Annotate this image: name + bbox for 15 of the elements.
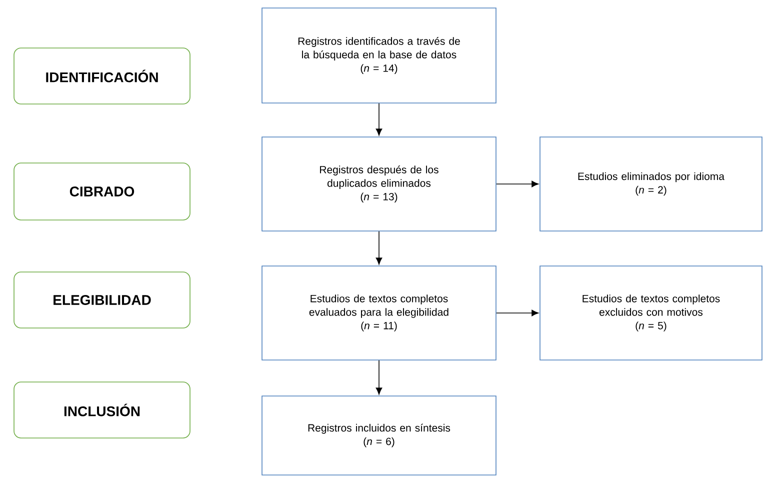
stage-box: CIBRADO xyxy=(14,162,190,220)
process-box: Estudios de textos completos excluidos con motivos (n = 5) xyxy=(540,266,762,360)
arrow xyxy=(496,180,539,188)
arrow xyxy=(496,310,539,316)
arrow xyxy=(376,360,382,395)
process-box: Estudios eliminados por idioma (n = 2) xyxy=(540,136,762,232)
stage-box: INCLUSIÓN xyxy=(14,382,190,438)
stage-box: ELEGIBILIDAD xyxy=(14,272,190,328)
process-box: Registros después de los duplicados eliminados (n = 13) xyxy=(262,136,496,232)
arrow xyxy=(376,103,382,136)
process-box: Registros incluidos en síntesis (n = 6) xyxy=(262,396,496,476)
process-box: Registros identificados a través de la búsqueda en la base de datos (n = 14) xyxy=(262,8,496,104)
arrow xyxy=(376,231,382,265)
stage-box: IDENTIFICACIÓN xyxy=(14,48,190,104)
process-box: Estudios de textos completos evaluados para la elegibilidad (n = 11) xyxy=(262,266,496,360)
